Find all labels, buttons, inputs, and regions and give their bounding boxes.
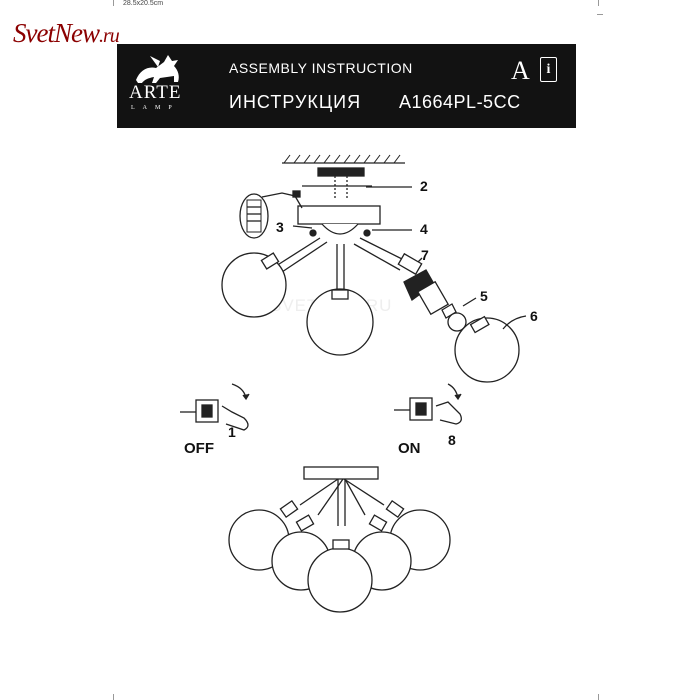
- callout-7: 7: [421, 247, 429, 263]
- callout-4: 4: [420, 221, 428, 237]
- title-russian: ИНСТРУКЦИЯ: [229, 92, 362, 112]
- page-size-note: 28.5x20.5cm: [123, 0, 164, 7]
- switch-off-label: OFF: [184, 440, 214, 457]
- info-book-icon: i: [540, 57, 557, 82]
- header-banner: ARTE LAMP ASSEMBLY INSTRUCTION ИНСТРУКЦИ…: [117, 44, 576, 128]
- callout-6: 6: [530, 308, 538, 324]
- callout-5: 5: [480, 288, 488, 304]
- callout-3: 3: [276, 219, 284, 235]
- lion-logo-icon: [136, 55, 179, 83]
- switch-on-label: ON: [398, 440, 421, 457]
- crop-mark: [597, 14, 603, 15]
- svetnew-logo: SvetNew.ru: [13, 18, 120, 48]
- crop-mark: [598, 694, 599, 700]
- callout-8: 8: [448, 432, 456, 448]
- brand-subtitle: LAMP: [131, 105, 180, 111]
- brand-name: ARTE: [129, 82, 182, 103]
- crop-mark: [113, 694, 114, 700]
- callout-1: 1: [228, 424, 236, 440]
- crop-mark: [598, 0, 599, 6]
- crop-mark: [113, 0, 114, 6]
- title-english: ASSEMBLY INSTRUCTION: [229, 60, 413, 76]
- callout-2: 2: [420, 178, 428, 194]
- language-letter: A: [511, 56, 530, 85]
- model-number: A1664PL-5CC: [399, 92, 521, 112]
